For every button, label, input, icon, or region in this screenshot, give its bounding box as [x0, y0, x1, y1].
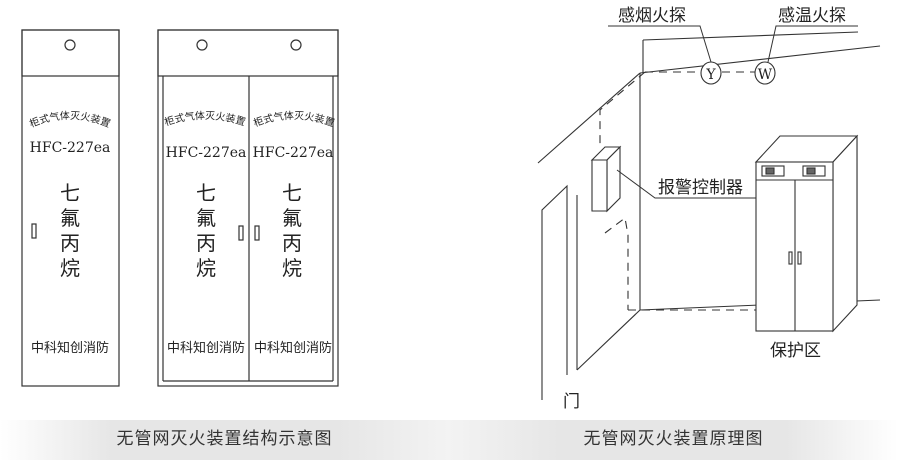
controller-label: 报警控制器	[658, 178, 743, 198]
double-cabinet-left-agent-char-1: 七	[196, 181, 216, 205]
caption-bar-left	[0, 420, 449, 460]
floor-left-edge	[576, 309, 641, 371]
single-cabinet-agent-char-3: 丙	[60, 231, 80, 255]
double-cabinet-body	[157, 29, 339, 387]
single-cabinet-top-panel	[21, 29, 120, 77]
zone-cabinet-gauge-right-inner	[806, 167, 816, 175]
double-cabinet-left-maker: 中科知创消防	[167, 340, 245, 356]
single-cabinet-agent-char-1: 七	[60, 181, 80, 205]
single-cabinet-top-hole	[64, 39, 76, 51]
smoke-detector: Y	[700, 61, 722, 85]
single-door-cabinet	[21, 29, 120, 387]
double-cabinet-left-agent-char-2: 氟	[196, 206, 216, 230]
single-cabinet-agent-char-2: 氟	[60, 206, 80, 230]
double-cabinet-left-model: HFC-227ea	[166, 145, 247, 161]
double-cabinet-left-agent-char-3: 丙	[196, 231, 216, 255]
caption-left: 无管网灭火装置结构示意图	[116, 429, 333, 449]
back-wall-top-edge	[639, 45, 881, 74]
double-cabinet-right-maker: 中科知创消防	[254, 340, 332, 356]
double-cabinet-left-agent-char-4: 烷	[196, 256, 216, 280]
wire-ceiling-to-controller	[599, 71, 646, 148]
double-cabinet-top-hole-left	[196, 39, 208, 51]
double-cabinet-right-model: HFC-227ea	[253, 145, 334, 161]
double-cabinet-left-arc-label: 柜式气体灭火装置	[163, 109, 247, 128]
double-cabinet-right-arc-label: 柜式气体灭火装置	[252, 109, 336, 129]
protection-zone-label: 保护区	[770, 341, 821, 361]
smoke-detector-symbol: Y	[705, 67, 716, 83]
single-cabinet-maker: 中科知创消防	[31, 340, 109, 356]
double-cabinet-top-hole-right	[290, 39, 302, 51]
smoke-detector-label: 感烟火探	[618, 6, 686, 26]
zone-cabinet-gauge-left-inner	[765, 167, 775, 175]
detector-leaders	[608, 25, 858, 63]
temp-detector: W	[754, 61, 776, 85]
door-label: 门	[563, 392, 580, 412]
double-cabinet-handle-right	[254, 225, 260, 241]
caption-bar-right	[449, 420, 898, 460]
double-cabinet-right-agent-char-2: 氟	[282, 206, 302, 230]
temp-detector-symbol: W	[758, 67, 773, 83]
temp-detector-label: 感温火探	[778, 6, 846, 26]
double-door-cabinet	[157, 29, 339, 387]
single-cabinet-agent-char-4: 烷	[60, 256, 80, 280]
alarm-controller	[590, 145, 622, 213]
double-cabinet-right-agent-char-4: 烷	[282, 256, 302, 280]
controller-front	[591, 159, 608, 212]
wiring-dashed	[599, 71, 756, 311]
temp-detector-leader	[767, 25, 858, 63]
wire-controller-drop	[604, 217, 629, 310]
single-cabinet-model: HFC-227ea	[30, 140, 111, 156]
zone-cabinet-side	[832, 134, 858, 333]
single-cabinet-arc-label: 柜式气体灭火装置	[28, 110, 112, 131]
controller-leader	[616, 169, 760, 199]
double-cabinet-handle-left	[238, 225, 244, 241]
smoke-detector-leader	[608, 25, 712, 63]
ceiling-left-edge	[537, 72, 641, 164]
door-frame	[541, 184, 568, 400]
single-cabinet-handle	[31, 223, 37, 239]
zone-cabinet-handle-left	[788, 251, 793, 265]
protection-zone-cabinet	[754, 134, 859, 333]
double-cabinet-right-agent-char-3: 丙	[282, 231, 302, 255]
zone-cabinet-handle-right	[797, 251, 802, 265]
double-cabinet-top-panel	[157, 29, 339, 77]
ceiling-front-edge	[642, 31, 859, 41]
caption-right: 无管网灭火装置原理图	[583, 429, 764, 449]
double-cabinet-right-agent-char-1: 七	[282, 181, 302, 205]
